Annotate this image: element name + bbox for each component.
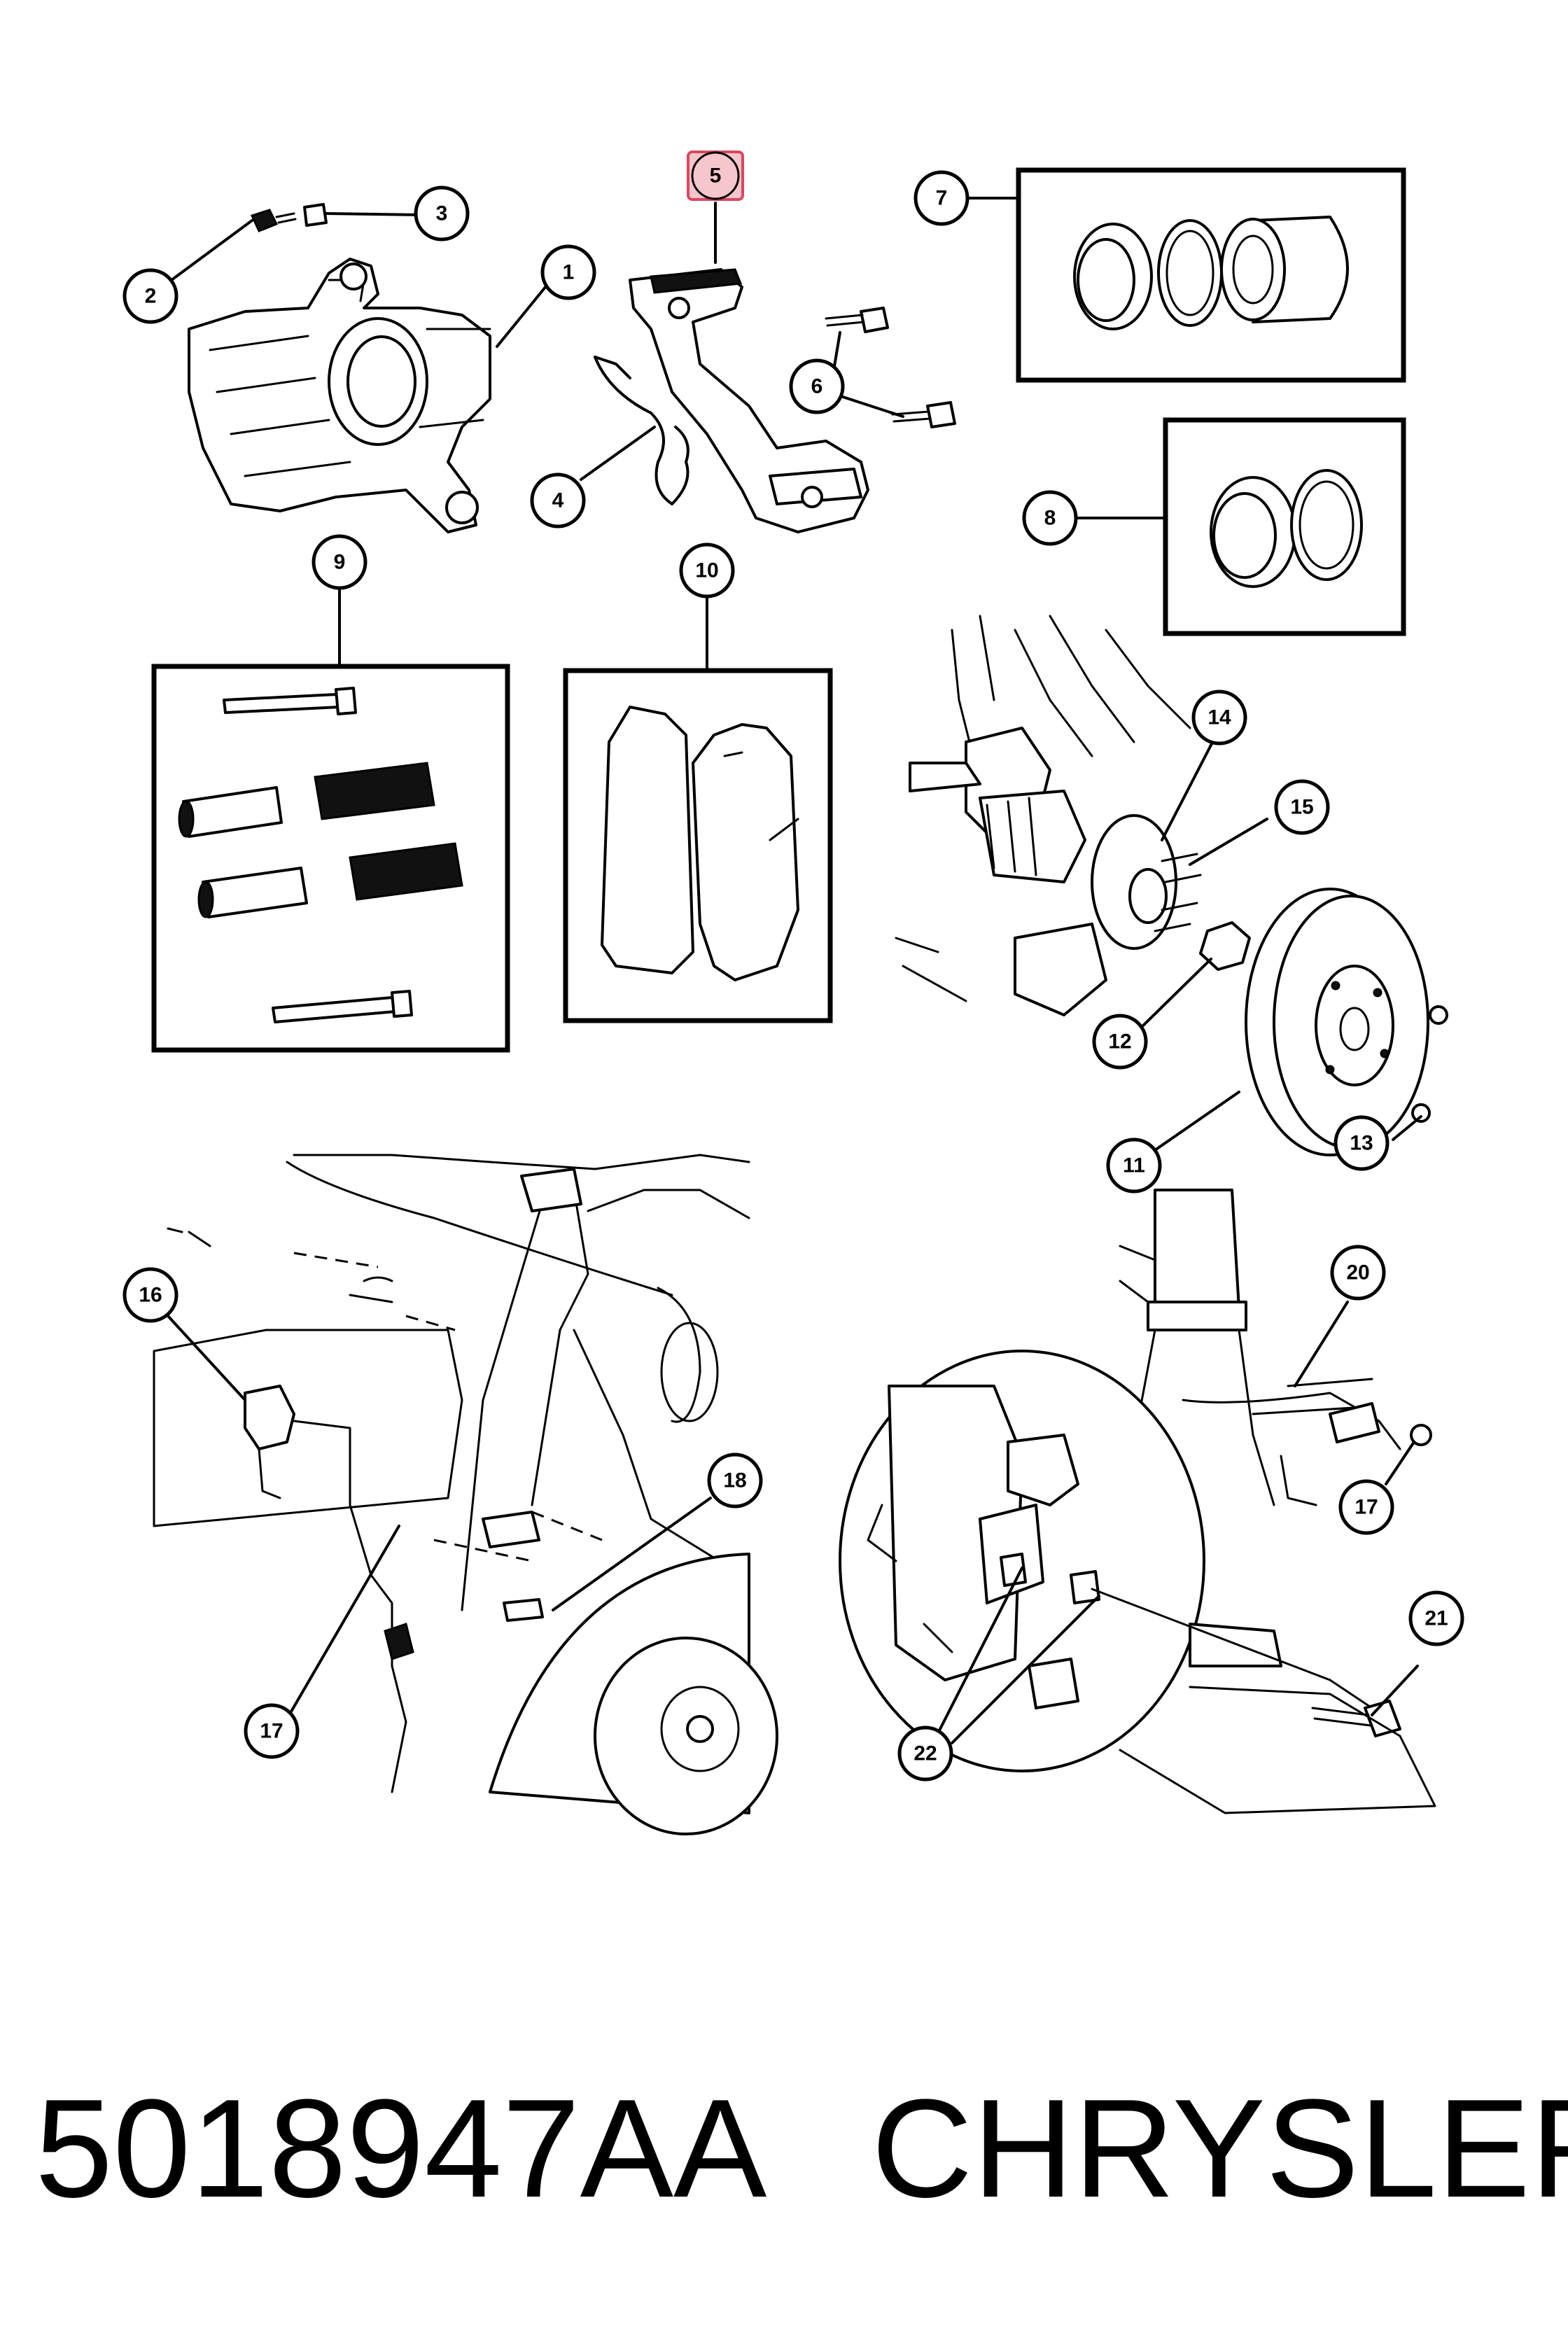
callout-10-label: 10 [695,559,718,582]
callout-15-label: 15 [1290,796,1313,819]
callout-7: 7 [913,170,969,226]
adapter-bolts-drawing [825,307,956,428]
callout-3-label: 3 [436,202,448,225]
callout-17-rear-label: 17 [1354,1496,1378,1519]
callout-20: 20 [1330,1245,1386,1301]
anti-rattle-clip-drawing [594,356,690,505]
callout-17-rear: 17 [1338,1479,1394,1535]
bleeder-screw-drawing [250,203,328,232]
callout-14: 14 [1191,690,1247,746]
callout-15: 15 [1274,779,1330,835]
seal-kit-drawing [1210,469,1363,588]
guide-pin-kit-drawing [178,687,463,1023]
callout-22: 22 [897,1726,953,1782]
front-sensor-assembly-drawing [153,1154,778,1835]
callout-21: 21 [1408,1590,1464,1646]
callout-1: 1 [540,244,596,300]
brand-label: CHRYSLER [872,2071,1568,2227]
brake-pad-kit-box [563,668,833,1023]
caliper-drawing [188,258,491,533]
callout-9-label: 9 [334,551,346,574]
callout-11-label: 11 [1123,1154,1145,1177]
callout-9: 9 [312,534,368,590]
callout-12: 12 [1092,1014,1148,1070]
callout-2-label: 2 [145,285,157,308]
callout-13-label: 13 [1350,1132,1373,1155]
callout-17-front-label: 17 [260,1720,283,1743]
caliper-adapter-drawing [629,268,869,533]
guide-pin-kit-box [151,664,510,1053]
callout-5-label: 5 [710,164,722,188]
callout-4-label: 4 [552,489,564,512]
brake-pad-drawing [601,706,799,981]
callout-4: 4 [530,472,586,528]
callout-5-highlighted: 5 [687,150,744,201]
callout-7-label: 7 [936,187,948,210]
callout-22-label: 22 [913,1742,937,1765]
callout-16: 16 [122,1267,178,1323]
callout-6-label: 6 [811,375,823,398]
piston-kit-drawing [1073,216,1349,330]
callout-8: 8 [1022,490,1078,546]
piston-kit-box [1016,167,1406,383]
callout-3: 3 [414,186,470,241]
callout-6: 6 [789,358,845,414]
leader-lines [167,197,1422,1744]
callout-1-label: 1 [563,261,575,284]
callout-14-label: 14 [1208,706,1231,729]
callout-2: 2 [122,268,178,324]
callout-11: 11 [1106,1138,1162,1194]
callout-18: 18 [707,1452,763,1508]
callout-20-label: 20 [1346,1261,1369,1284]
rear-caliper-assembly-drawing [839,1189,1436,1814]
callout-21-label: 21 [1424,1607,1448,1630]
seal-kit-box [1163,417,1406,636]
part-number-label: 5018947AA [35,2071,767,2227]
callout-16-label: 16 [139,1284,162,1307]
hub-rotor-assembly-drawing [895,615,1448,1156]
callout-17-front: 17 [244,1703,300,1759]
callout-13: 13 [1334,1115,1390,1171]
callout-8-label: 8 [1044,507,1056,530]
callout-18-label: 18 [723,1469,746,1492]
callout-12-label: 12 [1108,1030,1131,1054]
callout-10: 10 [679,542,735,598]
